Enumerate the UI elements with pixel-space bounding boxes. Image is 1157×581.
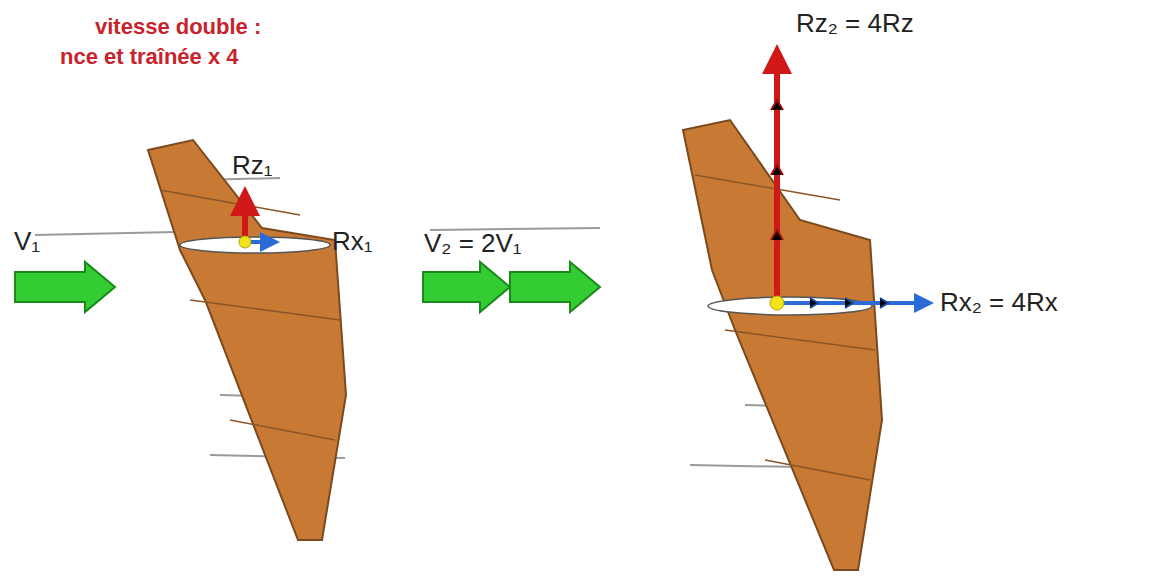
- drag-label: Rx₂ = 4Rx: [940, 287, 1058, 318]
- lift-arrow: [242, 192, 248, 242]
- lift-label: Rz₂ = 4Rz: [796, 8, 914, 39]
- wing-2: [683, 50, 930, 570]
- drag-label: Rx₁: [332, 226, 373, 257]
- velocity-label: V₂ = 2V₁: [424, 228, 522, 259]
- airflow-arrow: [510, 262, 600, 312]
- airflow-arrow: [15, 262, 115, 312]
- lift-ticks: [771, 100, 783, 240]
- lift-arrow: [774, 50, 780, 303]
- airfoil-section: [180, 237, 330, 253]
- velocity-label: V₁: [14, 226, 40, 257]
- center-point: [239, 236, 251, 248]
- center-point: [770, 296, 784, 310]
- drag-ticks: [810, 298, 888, 308]
- airflow-arrow: [423, 262, 510, 312]
- wing-1: [148, 140, 346, 540]
- lift-label: Rz₁: [232, 150, 273, 181]
- heading-line: vitesse double :: [95, 14, 261, 40]
- heading-line: nce et traînée x 4: [60, 44, 239, 70]
